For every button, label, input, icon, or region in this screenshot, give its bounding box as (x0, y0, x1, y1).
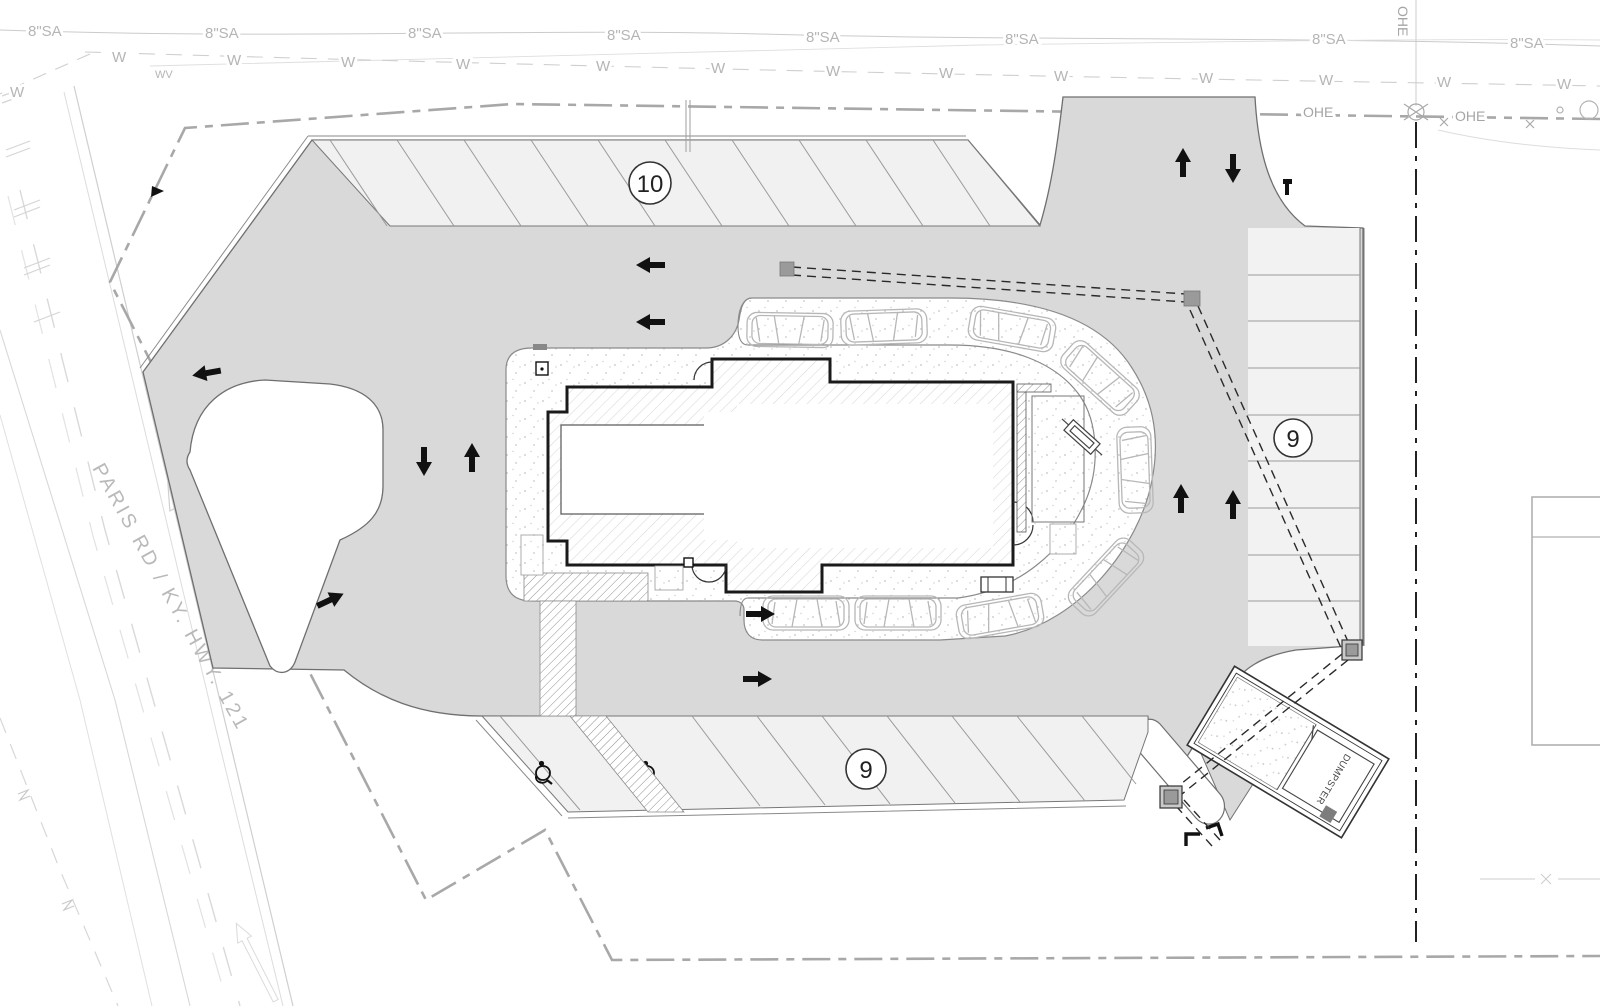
gate-hardware-icon (1184, 821, 1224, 846)
sa-label: 8"SA (205, 25, 239, 42)
water-line-along-road (0, 717, 119, 1006)
dumpster-pad-box (1319, 805, 1338, 824)
w-label: W (10, 84, 25, 101)
road-tick-marks (1, 87, 61, 323)
sa-label: 8"SA (1005, 31, 1039, 48)
water-labels: W W W W W W W W W W W W W W WV (7, 46, 1575, 104)
utility-pole2-icon (1556, 100, 1599, 120)
street-sign-icon (1283, 179, 1292, 195)
south-count-label: 9 (859, 757, 872, 784)
door-column-marker (683, 557, 694, 568)
w-label: W (596, 58, 611, 75)
w-label: W (456, 56, 471, 73)
drive-thru-window (980, 576, 1014, 593)
sa-label: 8"SA (28, 23, 62, 40)
main-building (520, 344, 1103, 594)
ohe-label: OHE (1455, 108, 1485, 124)
sanitary-labels: 8"SA 8"SA 8"SA 8"SA 8"SA 8"SA 8"SA 8"SA (25, 20, 1547, 55)
utility-corridor: 8"SA 8"SA 8"SA 8"SA 8"SA 8"SA 8"SA 8"SA … (0, 20, 1600, 104)
w-label: W (826, 63, 841, 80)
utility-box-icon (1159, 785, 1183, 809)
building-interior-room (560, 424, 725, 515)
building-site-fixtures (520, 344, 684, 591)
building-interior-area (737, 404, 993, 548)
traffic-flow-arrows (190, 148, 1292, 687)
east-count-label: 9 (1286, 426, 1299, 453)
w-label: W (939, 65, 954, 82)
w-label: W (1557, 76, 1572, 93)
dumpster-enclosure: DUMPSTER (1186, 665, 1390, 839)
north-count-label: 10 (637, 171, 664, 198)
crosswalks (523, 572, 685, 813)
patio (1016, 383, 1085, 555)
east-count-bubble (1273, 418, 1313, 458)
w-label: W (227, 52, 242, 69)
w-label: W (711, 60, 726, 77)
ohe-label: OHE (1303, 104, 1333, 120)
south-count-bubble (845, 748, 887, 790)
north-parking-row: 10 (139, 135, 1042, 369)
fence-line (1480, 873, 1600, 885)
boundary-marker-icon (151, 186, 164, 197)
w-label: W (341, 54, 356, 71)
sanitary-sewer-line (0, 29, 1600, 47)
utility-box-icon (779, 261, 795, 277)
south-parking-row: 9 (475, 715, 1149, 819)
wv-label: WV (155, 69, 173, 81)
sign-post-lines (685, 100, 691, 152)
entrance-island (186, 379, 384, 673)
utility-route (791, 266, 1351, 847)
sa-label: 8"SA (1510, 35, 1544, 52)
w-label: W (1199, 70, 1214, 87)
utility-pole-icon (1403, 103, 1535, 129)
utility-box-icon (1183, 290, 1201, 307)
neighbor-building (1531, 496, 1600, 746)
east-parking-column: 9 (1248, 228, 1365, 646)
menu-board-icon (1061, 418, 1103, 456)
north-count-bubble (628, 161, 672, 205)
w-label: W (1054, 68, 1069, 85)
w-label: W (1319, 72, 1334, 89)
utility-boxes (779, 261, 1363, 809)
w-label: W (1437, 74, 1452, 91)
utility-box-icon (1341, 639, 1363, 661)
dumpster-box (1281, 729, 1375, 824)
ohe-vertical-label: OHE (1395, 6, 1411, 36)
sa-label: 8"SA (806, 29, 840, 46)
road-lane-arrow2-icon (235, 922, 279, 1003)
sa-label: 8"SA (607, 27, 641, 44)
sa-label: 8"SA (1312, 31, 1346, 48)
sa-label: 8"SA (408, 25, 442, 42)
w-label: W (112, 49, 127, 66)
water-line (84, 51, 1600, 87)
